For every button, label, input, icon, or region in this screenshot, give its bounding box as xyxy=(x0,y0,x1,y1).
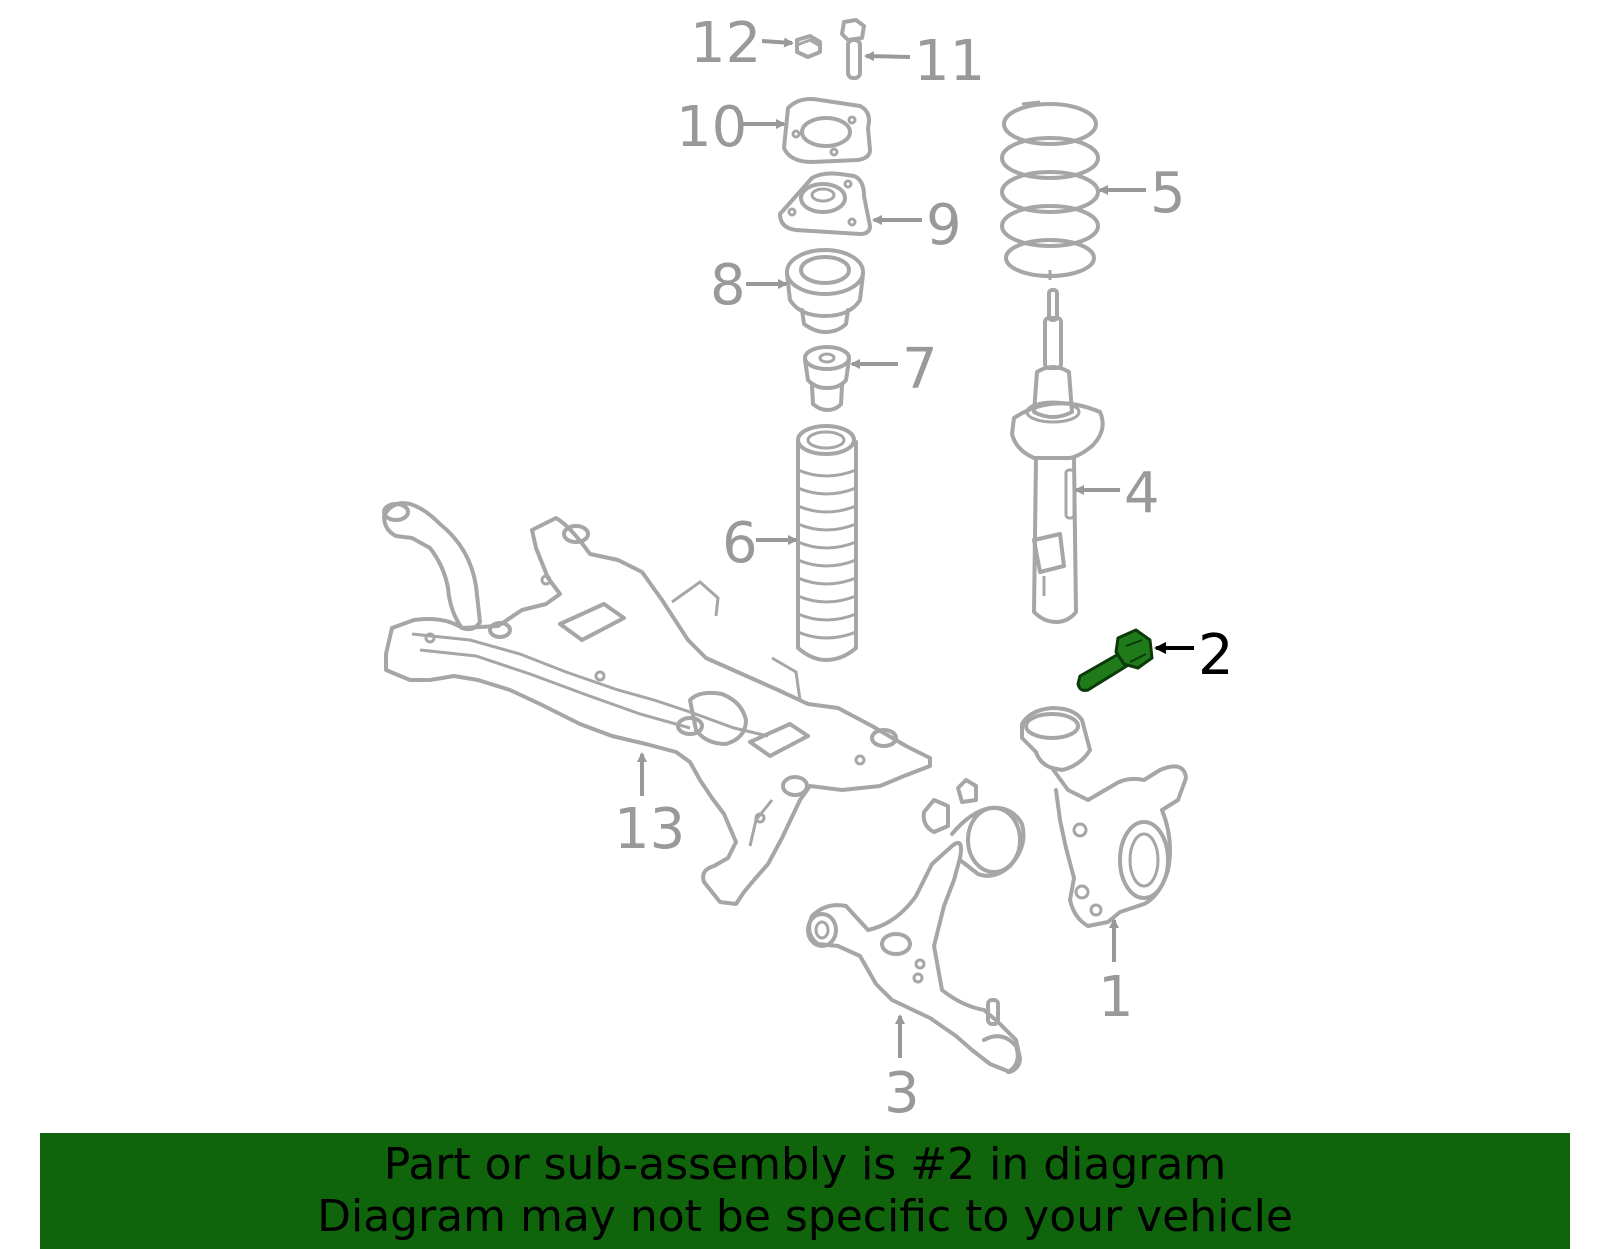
part-3-control-arm xyxy=(806,778,1026,1074)
callout-8: 8 xyxy=(710,253,746,318)
callout-7: 7 xyxy=(902,337,938,402)
callout-10: 10 xyxy=(676,95,747,160)
part-9-strut-mount xyxy=(778,171,872,236)
part-6-dust-boot xyxy=(796,424,858,662)
part-8-spring-seat xyxy=(785,248,865,334)
callout-4: 4 xyxy=(1124,461,1160,526)
info-banner: Part or sub-assembly is #2 in diagram Di… xyxy=(40,1133,1570,1249)
part-2-bolt-highlighted xyxy=(1076,628,1154,692)
callout-labels: 12 11 10 9 8 7 6 5 4 2 13 1 3 xyxy=(614,11,1234,1126)
callout-5: 5 xyxy=(1150,161,1186,226)
part-1-knuckle xyxy=(1020,706,1188,928)
callout-6: 6 xyxy=(722,511,758,576)
callout-13: 13 xyxy=(614,797,685,862)
part-5-coil-spring xyxy=(1000,100,1100,280)
leader-lines xyxy=(637,37,1194,1058)
callout-12: 12 xyxy=(690,11,761,76)
callout-2: 2 xyxy=(1198,623,1234,688)
callout-1: 1 xyxy=(1098,965,1134,1030)
part-13-subframe xyxy=(382,501,932,906)
part-4-strut xyxy=(1010,288,1105,624)
part-7-bump-stop xyxy=(803,345,851,412)
part-10-mount-plate xyxy=(782,97,872,164)
callout-3: 3 xyxy=(884,1061,920,1126)
part-11-bolt xyxy=(840,18,866,80)
part-12-nut xyxy=(795,34,822,59)
banner-line-1: Part or sub-assembly is #2 in diagram xyxy=(383,1139,1227,1190)
callout-11: 11 xyxy=(914,29,985,94)
banner-line-2: Diagram may not be specific to your vehi… xyxy=(317,1191,1293,1242)
callout-9: 9 xyxy=(926,193,962,258)
